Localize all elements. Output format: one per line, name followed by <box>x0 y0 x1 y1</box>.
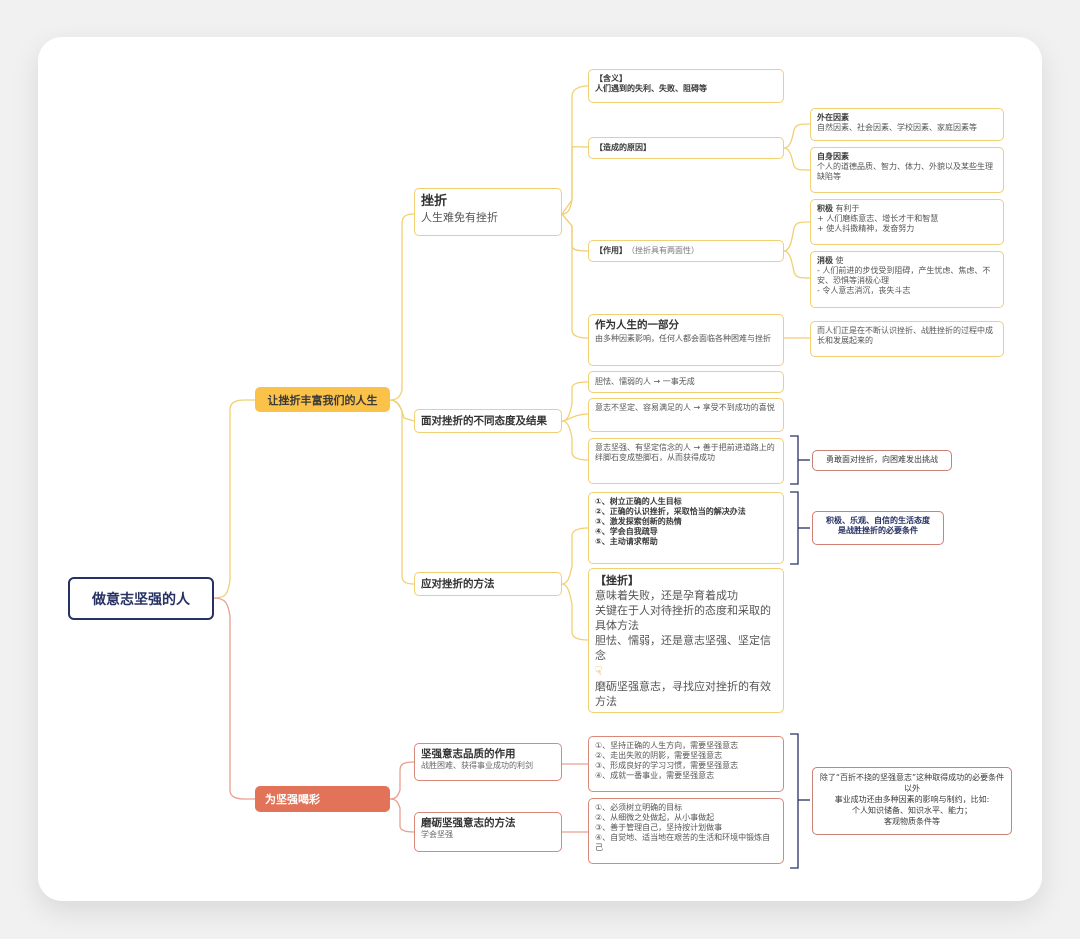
taidu-item-3-text: 意志坚强、有坚定信念的人 → 善于把前进道路上的绊脚石变成垫脚石，从而获得成功 <box>595 443 775 462</box>
method-item-3: ③、善于管理自己，坚持按计划做事 <box>595 823 723 832</box>
method-item-1: ①、必须树立明确的目标 <box>595 803 683 812</box>
fangfa-callout-line-1: 积极、乐观、自信的生活态度 <box>826 516 930 525</box>
fangfa-callout-line-2: 是战胜挫折的必要条件 <box>838 526 918 535</box>
hanyi-text: 人们遇到的失利、失败、阻碍等 <box>595 84 707 93</box>
node-part-note[interactable]: 而人们正是在不断认识挫折、战胜挫折的过程中成长和发展起来的 <box>810 321 1004 357</box>
part-title: 作为人生的一部分 <box>595 319 679 331</box>
summary-line-1: 意味着失败，还是孕育着成功 <box>595 589 738 602</box>
taidu-callout[interactable]: 勇敢面对挫折，向困难发出挑战 <box>812 450 952 471</box>
summary-line-2: 关键在于人对待挫折的态度和采取的具体方法 <box>595 604 771 632</box>
cheer-callout[interactable]: 除了“百折不挠的坚强意志”这种取得成功的必要条件以外 事业成功还由多种因素的影响… <box>812 767 1012 835</box>
taidu-item-3[interactable]: 意志坚强、有坚定信念的人 → 善于把前进道路上的绊脚石变成垫脚石，从而获得成功 <box>588 438 784 484</box>
inner-text: 个人的道德品质、智力、体力、外貌以及某些生理缺陷等 <box>817 162 993 181</box>
negative-suffix: 使 <box>835 256 844 265</box>
cheer-callout-line-3: 个人知识储备、知识水平、能力； <box>852 806 972 815</box>
fangfa-item-3: ③、激发探索创新的热情 <box>595 517 682 526</box>
summary-title: 【挫折】 <box>595 574 639 587</box>
method-title: 磨砺坚强意志的方法 <box>421 817 516 829</box>
role-title: 坚强意志品质的作用 <box>421 748 516 760</box>
node-outer-factors[interactable]: 外在因素 自然因素、社会因素、学校因素、家庭因素等 <box>810 108 1004 141</box>
role-list[interactable]: ①、坚持正确的人生方向，需要坚强意志 ②、走出失败的阴影，需要坚强意志 ③、形成… <box>588 736 784 792</box>
fangfa-item-1: ①、树立正确的人生目标 <box>595 497 682 506</box>
method-item-2: ②、从细微之处做起，从小事做起 <box>595 813 715 822</box>
fangfa-summary[interactable]: 【挫折】 意味着失败，还是孕育着成功 关键在于人对待挫折的态度和采取的具体方法 … <box>588 568 784 713</box>
node-negative[interactable]: 消极 使 - 人们前进的步伐受到阻碍，产生忧虑、焦虑、不安、恐惧等消极心理 - … <box>810 251 1004 308</box>
root-node[interactable]: 做意志坚强的人 <box>68 577 214 620</box>
role-item-3: ③、形成良好的学习习惯，需要坚强意志 <box>595 761 739 770</box>
node-taidu[interactable]: 面对挫折的不同态度及结果 <box>414 409 562 433</box>
method-item-4: ④、自觉地、适当地在艰苦的生活和环境中锻炼自己 <box>595 833 771 852</box>
zuoyong-title: 【作用】 <box>595 246 627 255</box>
node-part-of-life[interactable]: 作为人生的一部分 由多种因素影响，任何人都会面临各种困难与挫折 <box>588 314 784 366</box>
node-role[interactable]: 坚强意志品质的作用 战胜困难、获得事业成功的利剑 <box>414 743 562 781</box>
node-inner-factors[interactable]: 自身因素 个人的道德品质、智力、体力、外貌以及某些生理缺陷等 <box>810 147 1004 193</box>
taidu-item-2-text: 意志不坚定、容易满足的人 → 享受不到成功的喜悦 <box>595 403 775 412</box>
node-cuozhe[interactable]: 挫折 人生难免有挫折 <box>414 188 562 236</box>
part-note: 而人们正是在不断认识挫折、战胜挫折的过程中成长和发展起来的 <box>817 326 993 345</box>
taidu-item-1[interactable]: 胆怯、懦弱的人 → 一事无成 <box>588 371 784 393</box>
cheer-callout-line-2: 事业成功还由多种因素的影响与制约，比如: <box>834 795 990 804</box>
fangfa-item-4: ④、学会自我疏导 <box>595 527 658 536</box>
taidu-title: 面对挫折的不同态度及结果 <box>421 414 547 427</box>
branch-cheer[interactable]: 为坚强喝彩 <box>255 786 390 812</box>
outer-title: 外在因素 <box>817 113 849 122</box>
node-yuanyin[interactable]: 【造成的原因】 <box>588 137 784 159</box>
positive-line-1: + 人们磨练意志、增长才干和智慧 <box>817 214 939 223</box>
node-fangfa[interactable]: 应对挫折的方法 <box>414 572 562 596</box>
cheer-callout-line-1: 除了“百折不挠的坚强意志”这种取得成功的必要条件以外 <box>819 773 1005 793</box>
branch-frustration[interactable]: 让挫折丰富我们的人生 <box>255 387 390 412</box>
cuozhe-subtitle: 人生难免有挫折 <box>421 211 498 224</box>
negative-title: 消极 <box>817 256 833 265</box>
positive-line-2: + 使人抖擞精神，发奋努力 <box>817 224 915 233</box>
method-subtitle: 学会坚强 <box>421 830 453 839</box>
method-list[interactable]: ①、必须树立明确的目标 ②、从细微之处做起，从小事做起 ③、善于管理自己，坚持按… <box>588 798 784 864</box>
cuozhe-title: 挫折 <box>421 194 448 209</box>
inner-title: 自身因素 <box>817 152 849 161</box>
role-item-2: ②、走出失败的阴影，需要坚强意志 <box>595 751 723 760</box>
fangfa-item-5: ⑤、主动请求帮助 <box>595 537 658 546</box>
zuoyong-note: （挫折具有两面性） <box>627 246 699 255</box>
positive-title: 积极 <box>817 204 833 213</box>
role-item-4: ④、成就一番事业，需要坚强意志 <box>595 771 715 780</box>
node-method[interactable]: 磨砺坚强意志的方法 学会坚强 <box>414 812 562 852</box>
fangfa-callout[interactable]: 积极、乐观、自信的生活态度 是战胜挫折的必要条件 <box>812 511 944 545</box>
fangfa-item-2: ②、正确的认识挫折，采取恰当的解决办法 <box>595 507 746 516</box>
summary-line-3: 胆怯、懦弱，还是意志坚强、坚定信念 <box>595 634 771 662</box>
fangfa-title: 应对挫折的方法 <box>421 577 495 590</box>
outer-text: 自然因素、社会因素、学校因素、家庭因素等 <box>817 123 977 132</box>
node-hanyi[interactable]: 【含义】 人们遇到的失利、失败、阻碍等 <box>588 69 784 103</box>
part-text: 由多种因素影响，任何人都会面临各种困难与挫折 <box>595 334 771 343</box>
negative-line-2: - 令人意志消沉，丧失斗志 <box>817 286 911 295</box>
fangfa-list[interactable]: ①、树立正确的人生目标 ②、正确的认识挫折，采取恰当的解决办法 ③、激发探索创新… <box>588 492 784 564</box>
node-zuoyong[interactable]: 【作用】 （挫折具有两面性） <box>588 240 784 262</box>
pointer-icon: ☟ <box>595 664 603 678</box>
taidu-item-1-text: 胆怯、懦弱的人 → 一事无成 <box>595 377 695 386</box>
negative-line-1: - 人们前进的步伐受到阻碍，产生忧虑、焦虑、不安、恐惧等消极心理 <box>817 266 991 285</box>
taidu-callout-text: 勇敢面对挫折，向困难发出挑战 <box>826 455 938 464</box>
positive-suffix: 有利于 <box>835 204 860 213</box>
node-positive[interactable]: 积极 有利于 + 人们磨练意志、增长才干和智慧 + 使人抖擞精神，发奋努力 <box>810 199 1004 245</box>
cheer-callout-line-4: 客观物质条件等 <box>884 817 940 826</box>
taidu-item-2[interactable]: 意志不坚定、容易满足的人 → 享受不到成功的喜悦 <box>588 398 784 432</box>
role-subtitle: 战胜困难、获得事业成功的利剑 <box>421 761 533 770</box>
hanyi-title: 【含义】 <box>595 74 627 83</box>
role-item-1: ①、坚持正确的人生方向，需要坚强意志 <box>595 741 739 750</box>
yuanyin-title: 【造成的原因】 <box>595 143 651 152</box>
summary-last: 磨砺坚强意志，寻找应对挫折的有效方法 <box>595 680 771 708</box>
